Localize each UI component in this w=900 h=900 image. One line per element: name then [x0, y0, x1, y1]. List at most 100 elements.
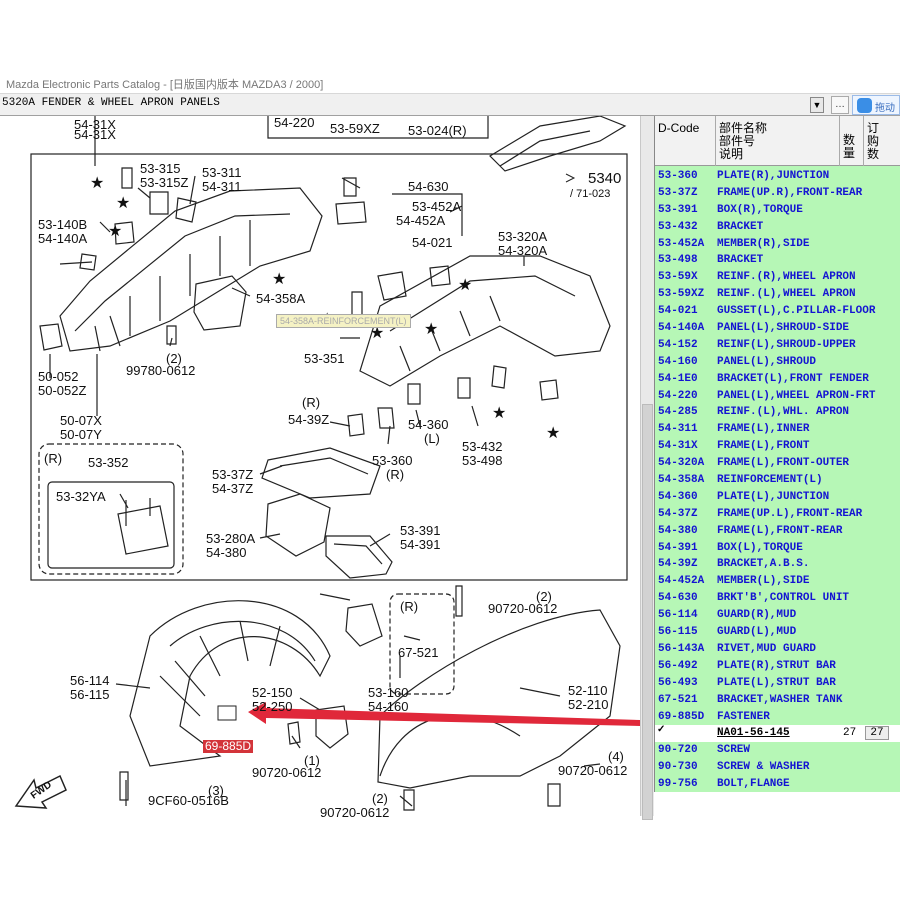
- part-label[interactable]: (R): [44, 451, 63, 466]
- part-label[interactable]: (L): [424, 431, 440, 446]
- col-header-order-1[interactable]: 订: [867, 121, 880, 135]
- part-label[interactable]: 53-352: [88, 455, 129, 470]
- part-label[interactable]: 54-380: [206, 545, 247, 560]
- part-label[interactable]: (1): [304, 753, 320, 768]
- part-label[interactable]: 54-630: [408, 179, 449, 194]
- part-label[interactable]: 53-140B: [38, 217, 88, 232]
- part-label[interactable]: 9CF60-0516B: [148, 793, 229, 808]
- part-label[interactable]: 53-160: [368, 685, 409, 700]
- part-label[interactable]: 53-320A: [498, 229, 548, 244]
- part-label[interactable]: 50-07Y: [60, 427, 102, 442]
- part-label[interactable]: (4): [608, 749, 624, 764]
- part-number[interactable]: NA01-56-145: [717, 727, 790, 740]
- check-icon[interactable]: ✓: [657, 725, 666, 737]
- part-label[interactable]: 52-150: [252, 685, 293, 700]
- vertical-scrollbar[interactable]: [640, 116, 654, 820]
- part-label[interactable]: 54-021: [412, 235, 453, 250]
- highlighted-part-label[interactable]: 69-885D: [203, 739, 254, 753]
- part-number-row[interactable]: ✓ NA01-56-145 27 27: [655, 725, 900, 743]
- part-label[interactable]: 56-115: [70, 687, 110, 702]
- part-label[interactable]: 53-32YA: [56, 489, 106, 504]
- part-label[interactable]: 54-31X: [74, 117, 116, 132]
- part-label[interactable]: 50-07X: [60, 413, 102, 428]
- col-header-name[interactable]: 部件名称: [719, 121, 768, 135]
- part-label[interactable]: 53-59XZ: [330, 121, 380, 136]
- scrollbar-thumb[interactable]: [642, 404, 653, 820]
- order-qty-field[interactable]: 27: [865, 726, 889, 741]
- part-label[interactable]: 53-37Z: [212, 467, 254, 482]
- parts-diagram[interactable]: ★ ★ ★ ★ ★ ★ ★ ★ ★ ★ 54-31X 54-31X 54-220…: [0, 116, 640, 900]
- part-label[interactable]: 99780-0612: [126, 363, 196, 378]
- part-label[interactable]: 54-220: [274, 116, 315, 130]
- part-label[interactable]: 50-052Z: [38, 383, 87, 398]
- part-label[interactable]: 90720-0612: [558, 763, 628, 778]
- col-header-qty-1[interactable]: 数: [843, 133, 856, 147]
- part-label[interactable]: 90720-0612: [252, 765, 322, 780]
- part-label[interactable]: 56-114: [70, 673, 110, 688]
- part-label[interactable]: 52-210: [568, 697, 609, 712]
- part-label[interactable]: 54-160: [368, 699, 409, 714]
- dots-icon[interactable]: …: [831, 96, 849, 114]
- catalog-selector[interactable]: 5320A FENDER & WHEEL APRON PANELS: [2, 97, 220, 109]
- part-label[interactable]: (2): [166, 351, 182, 366]
- part-label[interactable]: (R): [302, 395, 321, 410]
- part-label[interactable]: 54-140A: [38, 231, 88, 246]
- part-label[interactable]: 54-39Z: [288, 412, 330, 427]
- part-label[interactable]: 54-452A: [396, 213, 446, 228]
- part-label[interactable]: 5340: [588, 170, 622, 187]
- part-label[interactable]: 53-452A: [412, 199, 462, 214]
- part-label[interactable]: / 71-023: [570, 188, 611, 200]
- part-label[interactable]: 54-358A: [256, 291, 306, 306]
- part-label[interactable]: 53-311: [202, 165, 242, 180]
- part-label[interactable]: 54-31X: [74, 127, 116, 142]
- part-label[interactable]: 53-280A: [206, 531, 256, 546]
- part-label[interactable]: 67-521: [398, 645, 439, 660]
- part-label[interactable]: 53-498: [462, 453, 503, 468]
- part-label[interactable]: 53-315Z: [140, 175, 189, 190]
- part-label[interactable]: 52-250: [252, 699, 293, 714]
- part-label[interactable]: 54-391: [400, 537, 441, 552]
- part-label[interactable]: 54-320A: [498, 243, 548, 258]
- part-label[interactable]: 53-024(R): [408, 123, 467, 138]
- col-header-dcode[interactable]: D-Code: [658, 121, 700, 135]
- part-label[interactable]: 54-311: [202, 179, 242, 194]
- part-label[interactable]: 53-315: [140, 161, 181, 176]
- part-label[interactable]: 52-110: [568, 683, 608, 698]
- part-label[interactable]: 53-391: [400, 523, 441, 538]
- chevron-down-icon[interactable]: ▼: [810, 97, 824, 113]
- part-label[interactable]: 53-360: [372, 453, 413, 468]
